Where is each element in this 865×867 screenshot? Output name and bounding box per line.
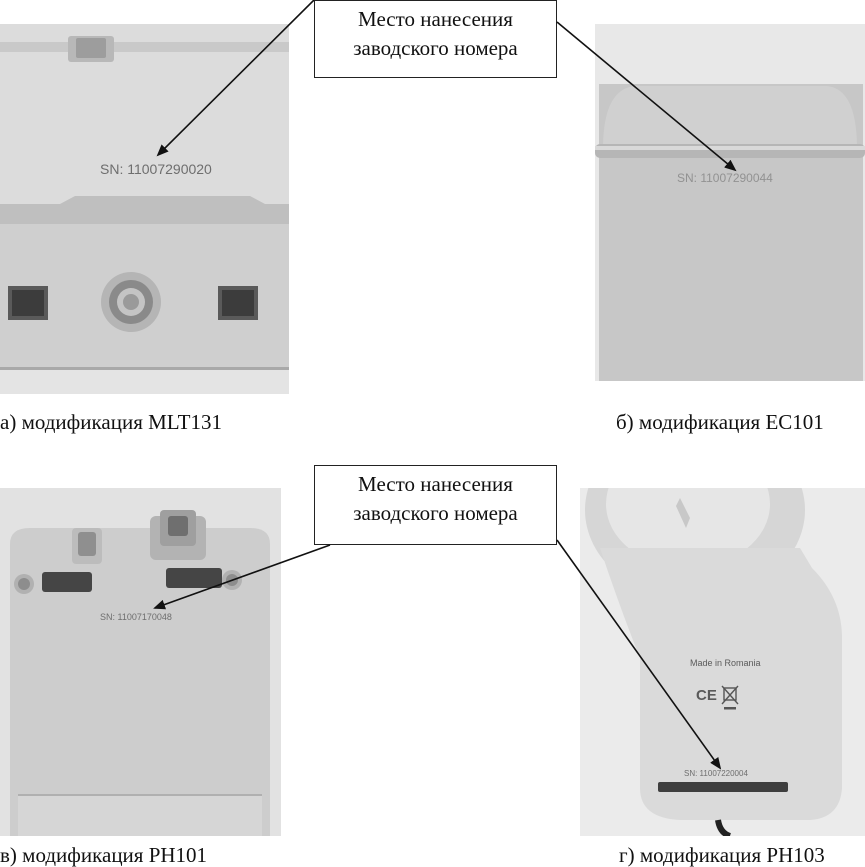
photo-ec101: SN: 11007290044 [595, 24, 865, 381]
callout-top-line1: Место нанесения [358, 7, 513, 31]
photo-mlt131: SN: 11007290020 [0, 24, 289, 394]
callout-top: Место нанесения заводского номера [314, 0, 557, 78]
made-in-label: Made in Romania [690, 658, 761, 668]
weee-icon [721, 685, 739, 710]
callout-bottom: Место нанесения заводского номера [314, 465, 557, 545]
callout-bottom-line2: заводского номера [353, 501, 518, 525]
serial-number-ph103: SN: 11007220004 [684, 769, 748, 778]
photo-ph101: SN: 11007170048 [0, 488, 281, 836]
serial-number-ec101: SN: 11007290044 [677, 171, 773, 185]
ce-mark: CE [696, 687, 717, 704]
caption-ec101: б) модификация EC101 [616, 410, 824, 434]
caption-ph101: в) модификация PH101 [0, 843, 208, 867]
photo-ph103: Made in Romania CE SN: 11007220004 [580, 488, 865, 836]
caption-mlt131: а) модификация MLT131 [0, 410, 223, 434]
serial-number-ph101: SN: 11007170048 [100, 612, 172, 622]
callout-bottom-line1: Место нанесения [358, 472, 513, 496]
serial-number-mlt131: SN: 11007290020 [100, 161, 212, 177]
callout-top-line2: заводского номера [353, 36, 518, 60]
caption-ph103: г) модификация PH103 [619, 843, 825, 867]
